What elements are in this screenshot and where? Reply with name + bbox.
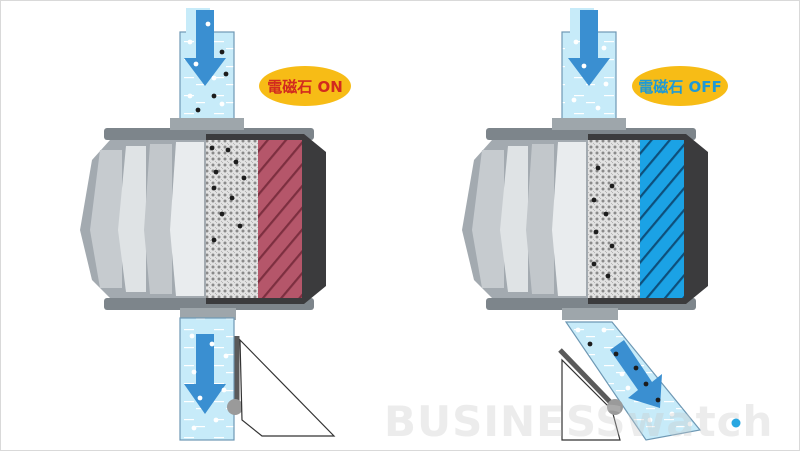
left-side-chute [239, 338, 336, 437]
right-neck-top [552, 118, 626, 130]
right-neck-bottom [562, 308, 618, 320]
particle [233, 159, 239, 165]
particle [211, 75, 217, 81]
left-outlet-arrow [184, 334, 226, 414]
particle [219, 101, 225, 107]
particle [197, 395, 203, 401]
particle [229, 195, 235, 201]
particle [237, 223, 243, 229]
particle [619, 371, 625, 377]
watermark: BUSINESSwatch [384, 397, 773, 446]
particle [223, 353, 229, 359]
right-unit: 電磁石 OFF [462, 8, 728, 441]
particle [593, 229, 599, 235]
particle [191, 369, 197, 375]
particle [643, 381, 649, 387]
particle [603, 81, 609, 87]
right-inlet-arrow [568, 10, 610, 86]
right-gate-pivot [607, 399, 623, 415]
particle [223, 71, 229, 77]
particle [633, 365, 639, 371]
particle [187, 39, 193, 45]
right-side-chute [561, 358, 621, 441]
particle [219, 49, 225, 55]
particle [647, 417, 653, 423]
left-status-badge [259, 66, 351, 106]
particle [213, 417, 219, 423]
particle [581, 63, 587, 69]
right-magnet-off [640, 140, 684, 298]
particle [211, 237, 217, 243]
particle [225, 147, 231, 153]
left-magnet-on [258, 140, 302, 298]
particle [187, 93, 193, 99]
left-rib-3 [144, 144, 172, 294]
left-inlet-arrow [184, 10, 226, 86]
particle [209, 341, 215, 347]
particle [601, 327, 607, 333]
left-rib-1 [90, 150, 122, 288]
particle [591, 261, 597, 267]
right-rib-1 [472, 150, 504, 288]
right-gate-flap [558, 348, 616, 408]
right-rib-2 [500, 146, 528, 292]
particle [605, 273, 611, 279]
watermark-dot [731, 418, 741, 428]
particle [687, 421, 693, 427]
particle [595, 105, 601, 111]
particle [213, 169, 219, 175]
right-rib-4 [552, 142, 586, 296]
left-status-label: 電磁石 ON [267, 78, 343, 96]
left-unit: 電磁石 ON [80, 8, 351, 441]
particle [205, 21, 211, 27]
left-filter-mesh [206, 140, 258, 298]
particle [221, 387, 227, 393]
left-neck-top [170, 118, 244, 130]
particle [609, 183, 615, 189]
right-particles [571, 39, 693, 427]
particle [571, 97, 577, 103]
particle [609, 243, 615, 249]
particle [591, 197, 597, 203]
right-status-label: 電磁石 OFF [638, 78, 721, 96]
watermark-text: BUSINESSwatch [384, 397, 773, 446]
left-rib-2 [118, 146, 146, 292]
left-rib-4 [170, 142, 204, 296]
particle [655, 397, 661, 403]
left-gate-pivot [227, 399, 243, 415]
particle [669, 411, 675, 417]
right-outlet-arrow [610, 340, 662, 408]
particle [241, 175, 247, 181]
particle [189, 333, 195, 339]
particle [613, 351, 619, 357]
right-filter-mesh [588, 140, 640, 298]
particle [191, 425, 197, 431]
particle [603, 211, 609, 217]
particle [575, 327, 581, 333]
left-particles [187, 21, 247, 431]
right-status-badge [632, 66, 728, 106]
particle [209, 145, 215, 151]
particle [625, 385, 631, 391]
particle [219, 211, 225, 217]
particle [587, 341, 593, 347]
particle [601, 45, 607, 51]
particle [211, 185, 217, 191]
particle [573, 39, 579, 45]
particle [211, 93, 217, 99]
particle [193, 61, 199, 67]
left-neck-bottom [180, 308, 236, 320]
right-rib-3 [526, 144, 554, 294]
particle [595, 165, 601, 171]
particle [581, 357, 587, 363]
particle [195, 107, 201, 113]
